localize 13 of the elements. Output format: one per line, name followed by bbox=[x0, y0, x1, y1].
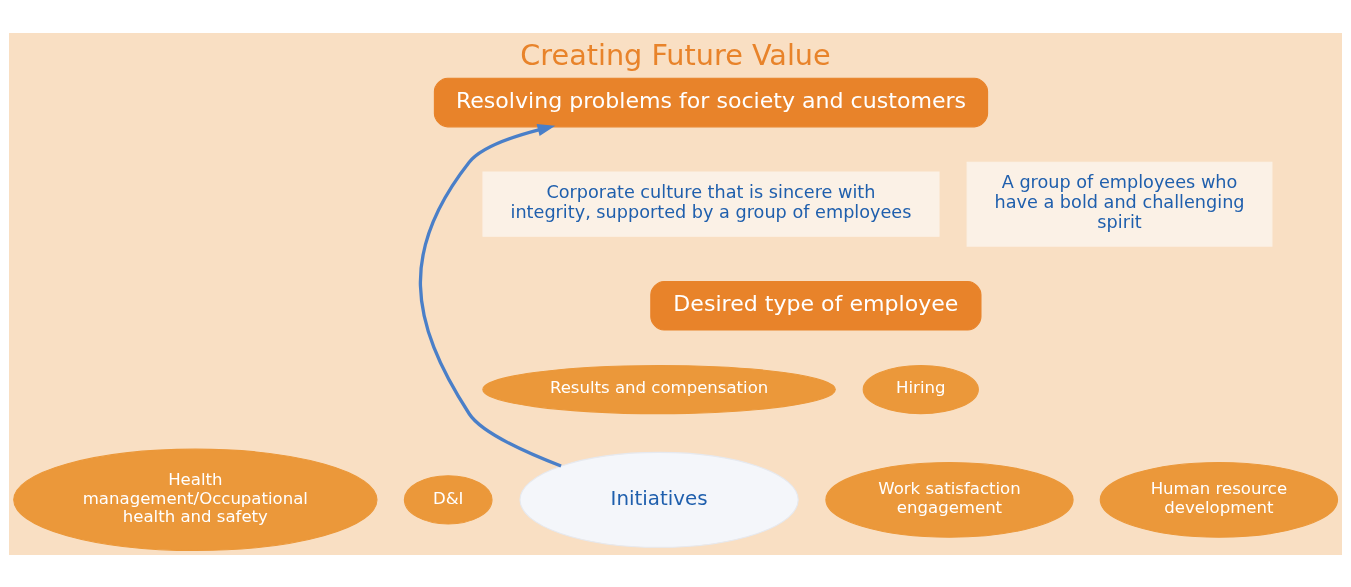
node-ellipse: Initiatives bbox=[519, 451, 799, 548]
node-ellipse: Health management/Occupational health and safety bbox=[13, 448, 378, 551]
node-box: A group of employees who have a bold and challenging spirit bbox=[966, 161, 1273, 247]
node-ellipse: Hiring bbox=[862, 364, 979, 414]
diagram-title: Creating Future Value bbox=[520, 37, 831, 72]
node-ellipse: Results and compensation bbox=[482, 364, 836, 414]
node-box: Corporate culture that is sincere with integrity, supported by a group of employees bbox=[482, 171, 940, 237]
arrow bbox=[418, 123, 562, 468]
node-ellipse: D&I bbox=[403, 474, 493, 524]
node-ellipse: Work satisfaction engagement bbox=[825, 461, 1074, 538]
node-ellipse: Human resource development bbox=[1099, 461, 1339, 538]
node-box: Desired type of employee bbox=[650, 280, 982, 331]
node-box: Resolving problems for society and customers bbox=[433, 77, 989, 127]
